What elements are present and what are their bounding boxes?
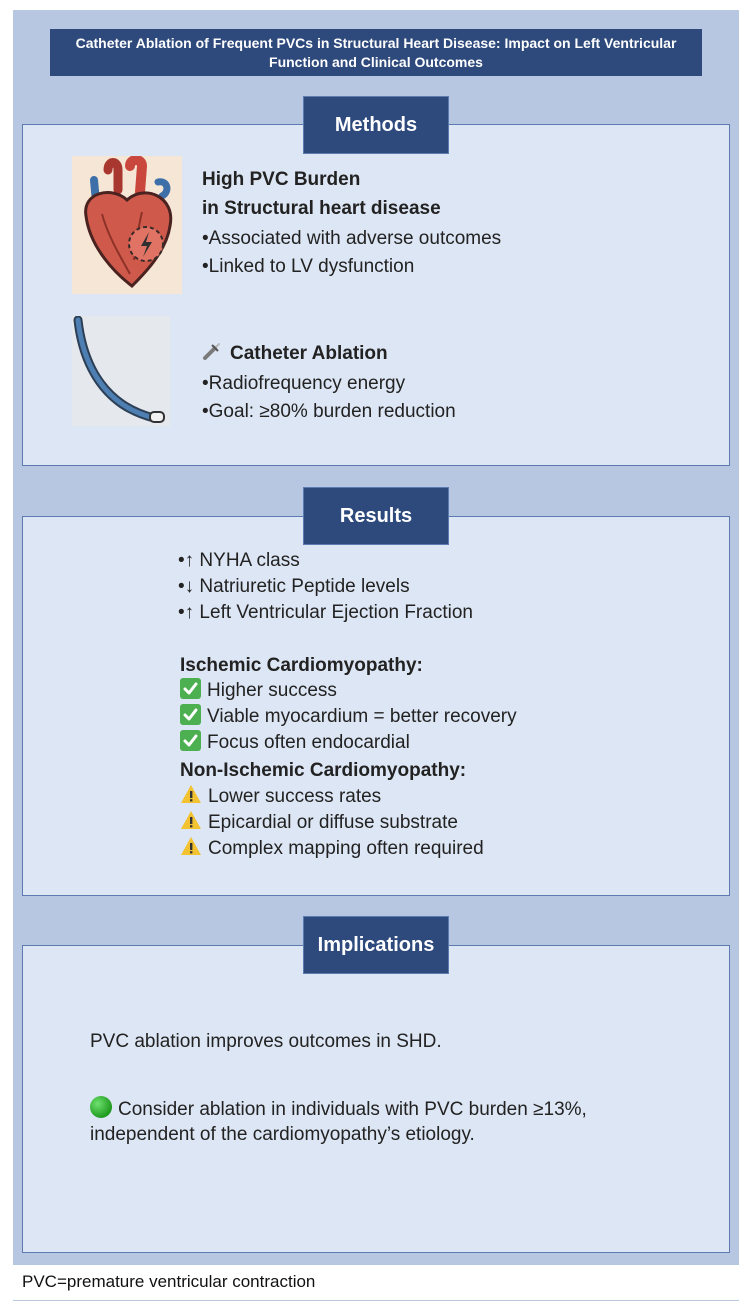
non-ischemic-item-text: Lower success rates [208, 786, 382, 807]
results-bullet: •↑ Left Ventricular Ejection Fraction [178, 602, 473, 623]
green-circle-icon [90, 1096, 112, 1118]
check-icon [180, 704, 201, 725]
burden-heading-line1: High PVC Burden [202, 169, 361, 190]
methods-tab: Methods [303, 96, 449, 154]
results-bullet: •↓ Natriuretic Peptide levels [178, 576, 410, 597]
ablation-bullet: •Goal: ≥80% burden reduction [202, 401, 456, 422]
ischemic-item-text: Higher success [207, 680, 337, 701]
ischemic-item: Higher success [180, 678, 337, 704]
recommendation-text: Consider ablation in individuals with PV… [118, 1099, 587, 1120]
burden-bullet: •Linked to LV dysfunction [202, 256, 415, 277]
implications-recommendation-line1: Consider ablation in individuals with PV… [90, 1096, 587, 1123]
implications-tab: Implications [303, 916, 449, 974]
non-ischemic-item: Lower success rates [180, 784, 381, 810]
results-bullet: •↑ NYHA class [178, 550, 300, 571]
non-ischemic-item: Complex mapping often required [180, 836, 484, 862]
non-ischemic-item-text: Complex mapping often required [208, 838, 484, 859]
ischemic-item: Focus often endocardial [180, 730, 410, 756]
non-ischemic-heading: Non-Ischemic Cardiomyopathy: [180, 760, 467, 781]
ablation-heading-text: Catheter Ablation [230, 343, 388, 364]
ablation-bullet: •Radiofrequency energy [202, 373, 406, 394]
footer-divider [13, 1300, 739, 1301]
warning-icon [181, 785, 201, 803]
non-ischemic-item: Epicardial or diffuse substrate [180, 810, 458, 836]
non-ischemic-item-text: Epicardial or diffuse substrate [208, 812, 458, 833]
check-icon [180, 678, 201, 699]
syringe-icon [203, 343, 220, 360]
implications-statement: PVC ablation improves outcomes in SHD. [90, 1031, 442, 1052]
results-tab: Results [303, 487, 449, 545]
ischemic-heading: Ischemic Cardiomyopathy: [180, 655, 423, 676]
poster: Catheter Ablation of Frequent PVCs in St… [13, 10, 739, 1265]
warning-icon [181, 837, 201, 855]
heart-illustration [72, 155, 182, 294]
ablation-heading: Catheter Ablation [202, 341, 388, 367]
ischemic-item-text: Viable myocardium = better recovery [207, 706, 517, 727]
ischemic-item-text: Focus often endocardial [207, 732, 410, 753]
results-panel [22, 516, 730, 896]
implications-panel [22, 945, 730, 1253]
burden-heading-line2: in Structural heart disease [202, 198, 441, 219]
warning-icon [181, 811, 201, 829]
check-icon [180, 730, 201, 751]
burden-bullet: •Associated with adverse outcomes [202, 228, 502, 249]
footnote: PVC=premature ventricular contraction [22, 1272, 316, 1291]
poster-title: Catheter Ablation of Frequent PVCs in St… [50, 29, 702, 76]
ischemic-item: Viable myocardium = better recovery [180, 704, 517, 730]
catheter-illustration [72, 315, 170, 426]
implications-recommendation-line2: independent of the cardiomyopathy’s etio… [90, 1124, 475, 1145]
